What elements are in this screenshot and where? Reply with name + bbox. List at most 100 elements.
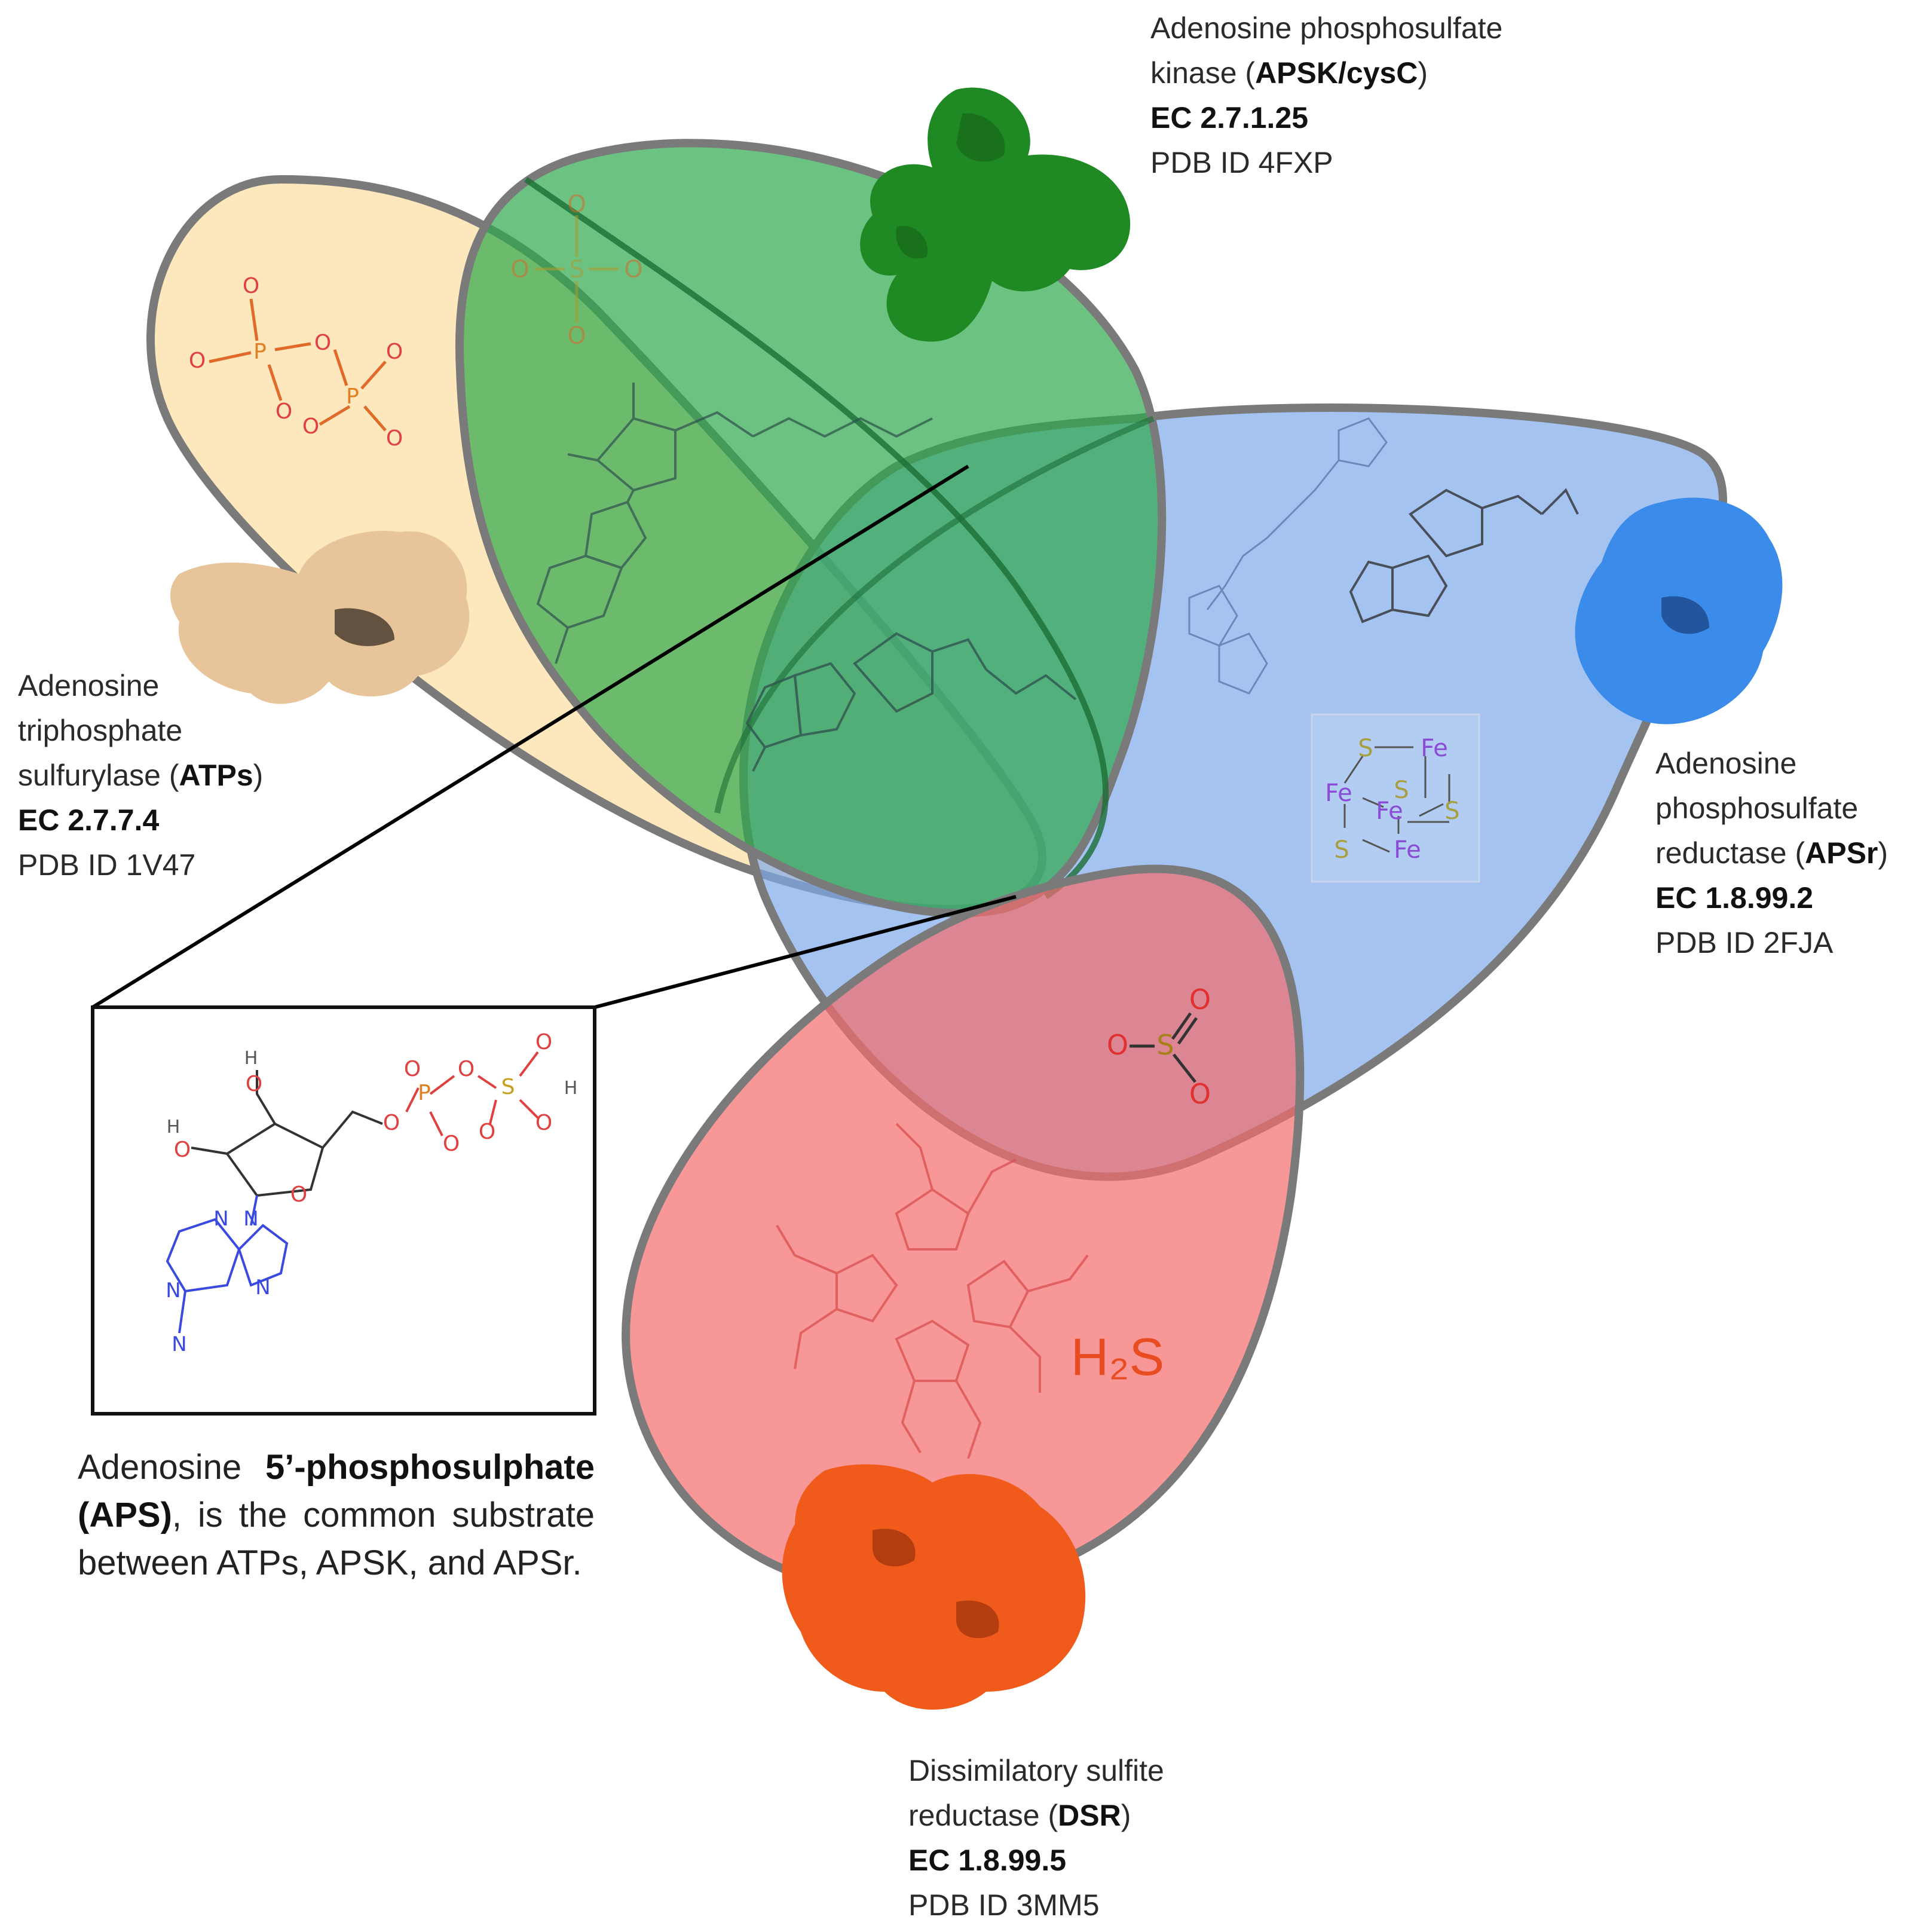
h2s-label: H₂S [1071, 1327, 1164, 1386]
aps-n3: N [213, 1207, 228, 1231]
sulfite-molecule: S O O O [1107, 983, 1211, 1110]
atps-line3-post: ) [253, 759, 264, 792]
aps-o2: O [174, 1138, 191, 1162]
callout-line-left [91, 464, 969, 1009]
aps-o4: O [404, 1057, 421, 1081]
apsk-ec: EC 2.7.1.25 [1150, 96, 1502, 140]
ppi-o7: O [386, 426, 403, 451]
atps-label: Adenosine triphosphate sulfurylase (ATPs… [18, 664, 263, 888]
apsr-ec: EC 1.8.99.2 [1655, 876, 1888, 921]
apsk-protein [860, 87, 1131, 342]
apsr-inner-boundary [714, 415, 1155, 814]
apsr-pdb: PDB ID 2FJA [1655, 926, 1834, 959]
fe4s4-fe4: Fe [1394, 836, 1421, 864]
aps-n9: N [243, 1207, 258, 1231]
fe4s4-s3: S [1444, 797, 1459, 825]
apsk-line2-pre: kinase ( [1150, 56, 1256, 90]
sulfate-o-top: O [567, 191, 586, 218]
dsr-line2-pre: reductase ( [908, 1799, 1058, 1832]
dsr-abbrev: DSR [1058, 1799, 1121, 1832]
apsk-abbrev: APSK/cysC [1255, 56, 1418, 90]
apsk-pdb: PDB ID 4FXP [1150, 146, 1333, 179]
fad-molecule [1188, 417, 1388, 695]
aps-o1: O [246, 1072, 262, 1096]
atps-abbrev: ATPs [179, 759, 253, 792]
atps-pdb: PDB ID 1V47 [18, 848, 196, 882]
sulfate-o-bottom: O [567, 322, 586, 350]
apsr-line3-pre: reductase ( [1655, 836, 1805, 870]
ppi-o5: O [386, 340, 403, 364]
caption-post: , is the common substrate between ATPs, … [78, 1496, 595, 1582]
atps-line3: sulfurylase (ATPs) [18, 753, 263, 798]
aps-structure: H O H O O O P O O O S O O O H N N N N N [166, 1030, 577, 1356]
amp-molecule [1349, 488, 1579, 623]
aps-nh2: N [172, 1332, 186, 1356]
aps-h3: H [564, 1078, 578, 1099]
dsr-ec: EC 1.8.99.5 [908, 1838, 1164, 1883]
sulfate-o-left: O [510, 256, 529, 283]
aps-o7: O [535, 1030, 552, 1054]
aps-caption: Adenosine 5’-phosphosulphate (APS), is t… [78, 1444, 595, 1587]
apsr-label: Adenosine phosphosulfate reductase (APSr… [1655, 741, 1888, 965]
aps-h2: H [167, 1117, 180, 1138]
callout-line-right [594, 895, 1017, 1009]
aps-p: P [418, 1081, 431, 1105]
atp-molecule [536, 383, 933, 664]
dsr-protein [782, 1464, 1086, 1710]
caption-pre: Adenosine [78, 1448, 265, 1487]
aps-o3: O [383, 1111, 400, 1135]
aps-callout-box [91, 1005, 596, 1416]
aps-n7: N [255, 1276, 270, 1300]
atps-line2: triphosphate [18, 714, 183, 747]
sulfite-o2: O [1189, 983, 1211, 1016]
sulfite-o1: O [1107, 1029, 1128, 1061]
apsk-ec-number: EC 2.7.1.25 [1150, 101, 1309, 134]
fe4s4-fe1: Fe [1421, 735, 1447, 762]
fe4s4-fe3: Fe [1376, 797, 1403, 825]
aps-o9: O [479, 1120, 495, 1144]
apsk-label: Adenosine phosphosulfate kinase (APSK/cy… [1150, 6, 1502, 185]
sulfate-s: S [569, 256, 584, 283]
ppi-o6: O [302, 414, 319, 439]
ppi-o4: O [314, 331, 331, 355]
apsr-abbrev: APSr [1805, 836, 1878, 870]
apsr-protein [1575, 497, 1783, 724]
sulfite-s: S [1156, 1029, 1174, 1061]
sulfate-o-right: O [624, 256, 642, 283]
dsr-pdb: PDB ID 3MM5 [908, 1888, 1100, 1922]
ppi-p2: P [346, 384, 359, 409]
apsr-line3: reductase (APSr) [1655, 831, 1888, 876]
atps-protein [170, 531, 470, 704]
fe4s4-fe2: Fe [1325, 779, 1352, 807]
apsk-line1: Adenosine phosphosulfate [1150, 11, 1503, 45]
dsr-label: Dissimilatory sulfite reductase (DSR) EC… [908, 1748, 1164, 1928]
fe4s4-cluster: S Fe Fe S Fe S S Fe [1311, 713, 1480, 883]
aps-s: S [501, 1075, 515, 1099]
fe4s4-s4: S [1334, 836, 1349, 864]
dsr-ec-number: EC 1.8.99.5 [908, 1844, 1067, 1877]
apsr-line3-post: ) [1878, 836, 1889, 870]
apsr-line2: phosphosulfate [1655, 791, 1859, 825]
siroheme-molecule [776, 1123, 1089, 1459]
aps-h1: H [244, 1048, 258, 1069]
pyrophosphate-molecule: O P O O O P O O O [189, 274, 403, 451]
atps-ec: EC 2.7.7.4 [18, 798, 263, 843]
aps-o8: O [535, 1111, 552, 1135]
ppi-o1: O [243, 274, 259, 298]
aps-molecule-overlap [745, 632, 1077, 772]
sulfate-molecule: S O O O O [510, 191, 642, 350]
dsr-line1: Dissimilatory sulfite [908, 1754, 1164, 1787]
atps-line3-pre: sulfurylase ( [18, 759, 179, 792]
aps-n1: N [166, 1279, 180, 1303]
dsr-line2-post: ) [1121, 1799, 1131, 1832]
sulfite-o3: O [1189, 1078, 1211, 1110]
aps-o6: O [458, 1057, 475, 1081]
apsr-line1: Adenosine [1655, 747, 1797, 780]
dsr-line2: reductase (DSR) [908, 1793, 1164, 1838]
apsk-line2: kinase (APSK/cysC) [1150, 51, 1502, 96]
fe4s4-s2: S [1394, 777, 1409, 804]
ppi-p1: P [253, 340, 267, 364]
apsr-ec-number: EC 1.8.99.2 [1655, 881, 1814, 915]
